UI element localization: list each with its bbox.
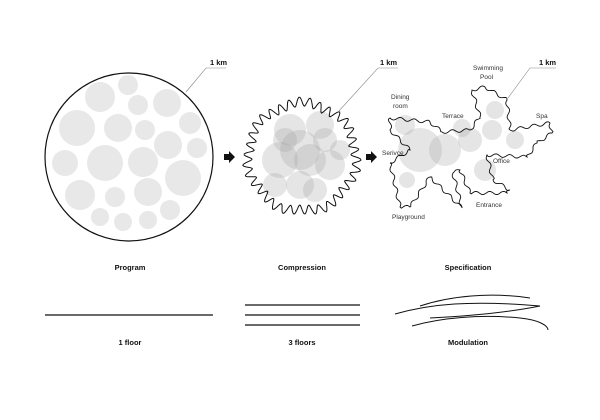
program-bubble — [118, 75, 138, 95]
program-bubble — [105, 187, 125, 207]
arrow-icon — [224, 151, 235, 163]
modulated-floor-line — [419, 294, 531, 307]
scale-label: 1 km — [210, 58, 227, 67]
stage-title-compression: Compression — [278, 263, 326, 272]
program-bubble — [87, 145, 123, 181]
room-label: Office — [493, 158, 510, 165]
stage-title-program: Program — [115, 263, 146, 272]
compressed-bubble — [286, 171, 314, 199]
floor-label: 3 floors — [288, 338, 315, 347]
compressed-bubble — [306, 111, 334, 139]
program-bubble — [128, 95, 148, 115]
floor-label: Modulation — [448, 338, 488, 347]
program-bubble — [165, 160, 201, 196]
room-label: Playground — [392, 214, 425, 221]
site-boundary-circle — [44, 72, 214, 242]
room-bubble — [398, 128, 442, 172]
room-bubble — [429, 134, 461, 166]
compressed-bubble — [263, 173, 287, 197]
wavy-boundary — [242, 96, 362, 215]
program-bubble — [91, 208, 109, 226]
arrow-icon — [366, 151, 377, 163]
stage-title-specification: Specification — [445, 263, 492, 272]
modulated-floor-line — [411, 315, 549, 331]
program-bubble — [187, 138, 207, 158]
program-bubble — [153, 89, 181, 117]
compressed-bubble — [280, 130, 320, 170]
room-label: Dining — [391, 94, 410, 101]
room-label: Pool — [480, 74, 494, 81]
program-bubble — [85, 82, 115, 112]
scale-label: 1 km — [539, 58, 556, 67]
compressed-bubble — [294, 144, 326, 176]
program-bubble — [160, 200, 180, 220]
room-bubble — [458, 128, 482, 152]
modulated-floor-line — [394, 302, 541, 319]
compressed-bubble — [274, 114, 306, 146]
scale-leader-line — [185, 67, 226, 93]
program-bubble — [134, 178, 162, 206]
program-bubble — [65, 180, 95, 210]
program-bubble — [52, 150, 78, 176]
program-bubble — [128, 147, 158, 177]
compressed-bubble — [313, 128, 337, 152]
program-bubble — [179, 112, 201, 134]
specification-diagram — [387, 85, 554, 209]
compressed-bubble — [330, 140, 350, 160]
program-bubble — [154, 131, 182, 159]
compressed-bubble — [303, 178, 327, 202]
program-diagram — [44, 72, 214, 242]
compressed-bubble — [315, 150, 345, 180]
room-label: Serivce — [382, 150, 404, 157]
room-label: Terrace — [442, 113, 464, 120]
compressed-bubble — [273, 128, 297, 152]
program-bubble — [59, 110, 95, 146]
room-label: room — [393, 103, 408, 110]
program-bubble — [114, 213, 132, 231]
room-label: Swimming — [473, 65, 503, 72]
scale-leader-line — [337, 67, 398, 113]
scale-label: 1 km — [380, 58, 397, 67]
room-bubble — [506, 131, 524, 149]
room-bubble — [482, 120, 502, 140]
room-label: Entrance — [476, 202, 502, 209]
specified-boundary — [387, 85, 554, 209]
room-bubble — [453, 119, 471, 137]
program-bubble — [139, 211, 157, 229]
compressed-bubble — [262, 142, 298, 178]
room-bubble — [486, 101, 504, 119]
compression-diagram — [242, 96, 362, 215]
floor-label: 1 floor — [119, 338, 142, 347]
program-bubble — [135, 120, 155, 140]
program-bubble — [104, 114, 132, 142]
scale-leader-line — [507, 67, 556, 99]
room-label: Spa — [536, 113, 548, 120]
room-bubble — [399, 172, 415, 188]
